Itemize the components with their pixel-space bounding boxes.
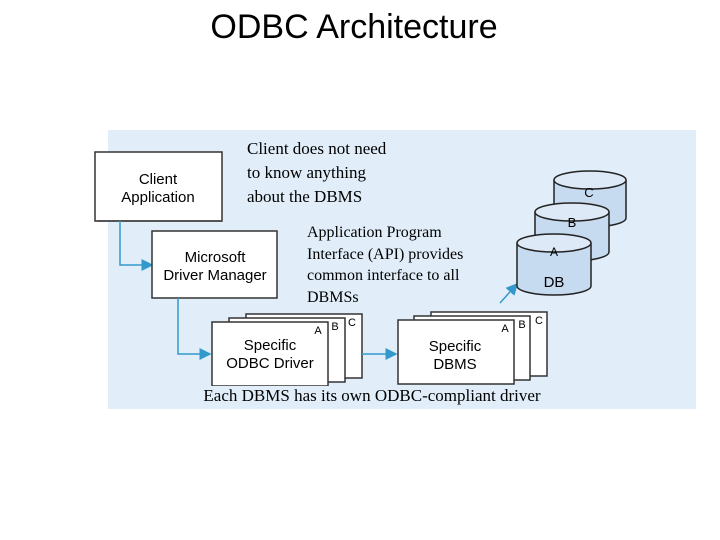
- client-app-label-1: Client: [139, 171, 178, 188]
- driver-manager-box: Microsoft Driver Manager: [151, 230, 278, 299]
- client-application-box: Client Application: [94, 151, 223, 222]
- client-app-label-2: Application: [121, 189, 194, 206]
- odbc-driver-label-2: ODBC Driver: [226, 355, 314, 372]
- dbms-stack: C B A Specific DBMS: [397, 311, 548, 385]
- database-label-c: C: [584, 185, 593, 200]
- database-front-label: DB: [544, 274, 565, 291]
- connector-client-to-manager: [119, 221, 154, 271]
- dbms-label-1: Specific: [429, 338, 482, 355]
- database-label-a: A: [550, 245, 558, 259]
- dbms-stack-label-c: C: [535, 315, 543, 327]
- client-note: Client does not need to know anything ab…: [247, 139, 387, 206]
- diagram-caption-text: Each DBMS has its own ODBC-compliant dri…: [203, 386, 541, 405]
- driver-manager-label-1: Microsoft: [185, 249, 247, 266]
- odbc-driver-stack: C B A Specific ODBC Driver: [211, 313, 363, 387]
- api-note: Application Program Interface (API) prov…: [307, 224, 464, 306]
- odbc-driver-card-a: [211, 321, 329, 387]
- odbc-driver-stack-label-c: C: [348, 317, 356, 329]
- driver-manager-label-2: Driver Manager: [163, 267, 266, 284]
- database-stack: C B A DB: [516, 170, 627, 296]
- diagram-caption: Each DBMS has its own ODBC-compliant dri…: [108, 386, 636, 406]
- dbms-stack-label-b: B: [518, 319, 525, 331]
- database-cylinder-a: A DB: [516, 233, 592, 296]
- odbc-driver-stack-label-a: A: [314, 325, 322, 337]
- odbc-driver-stack-label-b: B: [331, 321, 338, 333]
- connector-manager-to-driver: [177, 298, 212, 360]
- database-label-b: B: [568, 215, 577, 230]
- slide-title: ODBC Architecture: [210, 8, 498, 46]
- odbc-driver-label-1: Specific: [244, 337, 297, 354]
- connector-dbms-to-db: [499, 282, 519, 304]
- dbms-label-2: DBMS: [433, 356, 476, 373]
- dbms-stack-label-a: A: [501, 323, 509, 335]
- dbms-card-a: [397, 319, 515, 385]
